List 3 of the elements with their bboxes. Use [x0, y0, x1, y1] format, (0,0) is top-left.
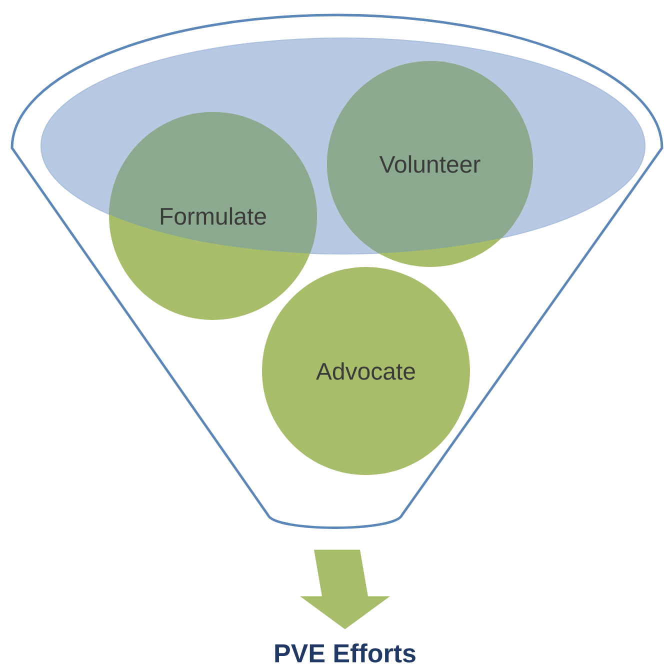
output-label: PVE Efforts [275, 643, 416, 663]
block-arrow [300, 550, 390, 630]
funnel-drawing [10, 14, 664, 529]
